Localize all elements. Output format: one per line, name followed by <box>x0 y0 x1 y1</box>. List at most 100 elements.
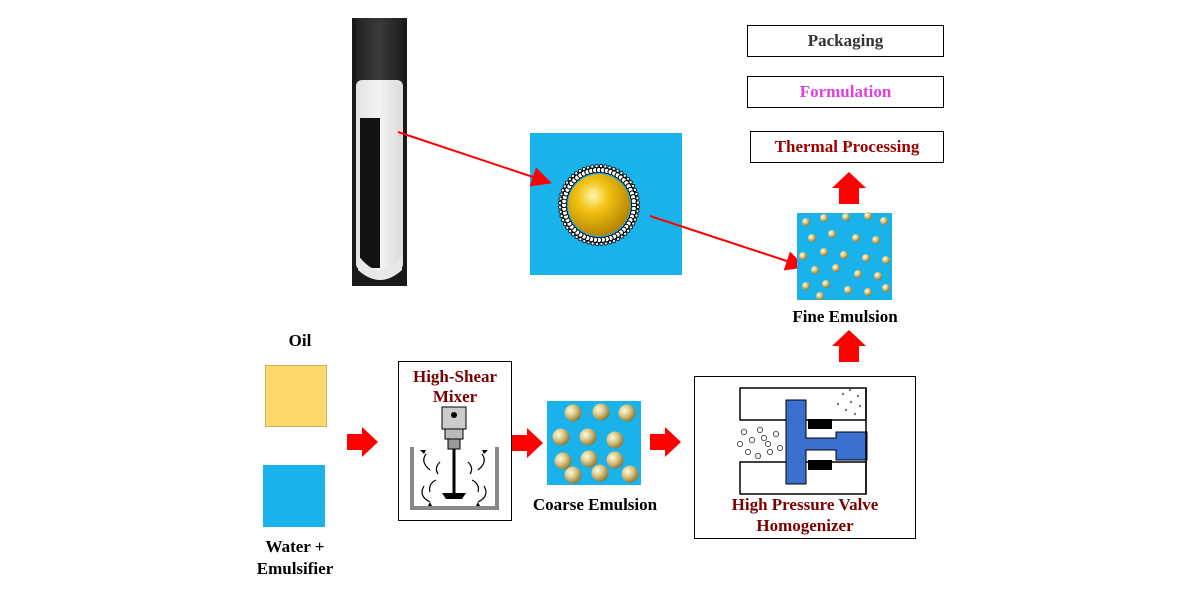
emulsifier-molecule <box>603 164 608 169</box>
arrow-up-1 <box>832 330 866 362</box>
emulsifier-molecule <box>595 241 600 246</box>
coarse-droplet <box>554 452 572 470</box>
formulation-box: Formulation <box>747 76 944 108</box>
oil-square <box>265 365 327 427</box>
coarse-droplet <box>606 431 624 449</box>
coarse-droplet <box>606 451 624 469</box>
coarse-emulsion-label: Coarse Emulsion <box>532 495 658 514</box>
coarse-droplet <box>591 464 609 482</box>
emulsifier-molecule <box>594 164 599 169</box>
water-emulsifier-label-2: Emulsifier <box>256 559 334 578</box>
fine-droplet <box>852 234 860 242</box>
homogenizer-particle <box>736 440 744 448</box>
homogenizer-particle <box>744 448 752 456</box>
emulsifier-molecule <box>619 234 624 239</box>
emulsifier-molecule <box>616 237 621 242</box>
emulsifier-molecule <box>561 218 566 223</box>
emulsifier-molecule <box>630 197 637 205</box>
emulsifier-molecule <box>634 191 639 196</box>
emulsifier-molecule <box>623 231 628 236</box>
fine-droplet <box>882 256 890 264</box>
fine-droplet <box>799 252 807 260</box>
fine-droplet <box>844 286 852 294</box>
coarse-droplet <box>592 403 610 421</box>
fine-droplet <box>872 236 880 244</box>
homogenizer-particle <box>836 402 840 406</box>
fine-droplet <box>820 248 828 256</box>
droplet-to-fine-line <box>649 215 806 271</box>
oil-label: Oil <box>288 331 312 350</box>
emulsifier-molecule <box>612 238 617 243</box>
emulsifier-molecule <box>562 222 567 227</box>
fine-droplet <box>816 292 824 300</box>
water-square <box>263 465 325 527</box>
emulsifier-molecule <box>598 164 603 169</box>
homogenizer-label-1: High Pressure Valve <box>731 495 879 514</box>
fine-droplet <box>802 218 810 226</box>
coarse-droplet <box>552 428 570 446</box>
homogenizer-particle <box>754 452 762 460</box>
fine-droplet <box>802 282 810 290</box>
homogenizer-particle <box>841 392 845 396</box>
emulsifier-molecule <box>577 168 582 173</box>
homogenizer-particle <box>848 388 852 392</box>
coarse-droplet <box>618 404 636 422</box>
homogenizer-particle <box>760 434 768 442</box>
water-emulsifier-label-1: Water + <box>265 537 325 556</box>
fine-droplet <box>811 266 819 274</box>
emulsifier-molecule <box>581 167 586 172</box>
homogenizer-particle <box>849 400 853 404</box>
emulsifier-molecule <box>608 240 613 245</box>
fine-droplet <box>828 230 836 238</box>
homogenizer-particle <box>748 436 756 444</box>
fine-droplet <box>808 234 816 242</box>
emulsifier-molecule <box>625 176 630 181</box>
fine-droplet <box>820 214 828 222</box>
homogenizer-particle <box>764 440 772 448</box>
emulsifier-molecule <box>635 209 640 214</box>
oil-droplet <box>568 174 630 236</box>
arrow-up-2 <box>832 172 866 204</box>
coarse-droplet <box>564 404 582 422</box>
emulsifier-shell <box>558 164 640 246</box>
thermal-processing-label: Thermal Processing <box>774 137 920 156</box>
fine-droplet <box>840 251 848 259</box>
emulsifier-molecule <box>574 171 579 176</box>
emulsifier-molecule <box>590 164 595 169</box>
tube-to-droplet-line <box>397 131 552 187</box>
emulsifier-molecule <box>585 165 590 170</box>
emulsifier-molecule <box>558 201 563 206</box>
formulation-label: Formulation <box>799 82 892 101</box>
coarse-droplet <box>564 466 582 484</box>
arrow-right-3 <box>650 427 681 457</box>
arrow-right-1 <box>347 427 378 457</box>
homogenizer-particle <box>740 428 748 436</box>
fine-droplet <box>882 284 890 292</box>
coarse-droplet <box>579 428 597 446</box>
homogenizer-particle <box>858 404 862 408</box>
mixer-label-2: Mixer <box>432 387 478 406</box>
arrow-right-2 <box>512 428 543 458</box>
emulsifier-molecule <box>631 183 636 188</box>
emulsifier-molecule <box>570 174 575 179</box>
coarse-droplet <box>580 450 598 468</box>
emulsifier-molecule <box>558 196 563 201</box>
fine-droplet <box>880 217 888 225</box>
emulsifier-molecule <box>603 241 608 246</box>
fine-droplet <box>842 213 850 221</box>
homogenizer-particle <box>853 412 857 416</box>
emulsifier-molecule <box>628 180 633 185</box>
homogenizer-particle <box>756 426 764 434</box>
emulsifier-molecule <box>568 229 573 234</box>
emulsifier-molecule <box>565 225 570 230</box>
emulsifier-molecule <box>559 214 564 219</box>
emulsifier-molecule <box>599 241 604 246</box>
homogenizer-particle <box>776 444 784 452</box>
mixer-label-1: High-Shear <box>412 367 498 386</box>
fine-droplet <box>854 270 862 278</box>
emulsifier-molecule <box>635 200 640 205</box>
